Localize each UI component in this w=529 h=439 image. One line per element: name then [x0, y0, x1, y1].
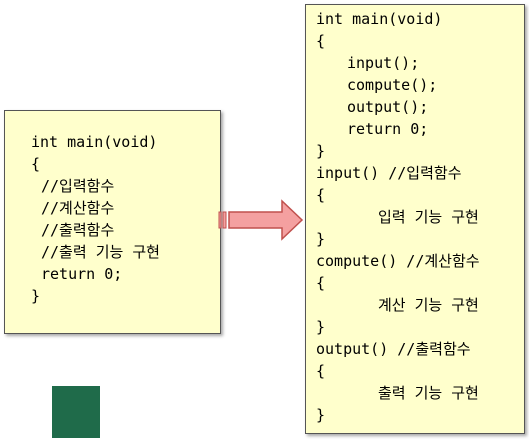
code-line: //출력 기능 구현: [41, 243, 160, 261]
right-arrow-icon: [218, 199, 304, 241]
code-line: {: [316, 186, 326, 204]
code-line: //출력함수: [41, 221, 115, 239]
code-line: compute() //계산함수: [316, 252, 480, 270]
code-line: 출력 기능 구현: [378, 384, 479, 402]
code-line: return 0;: [41, 265, 123, 283]
code-line: 계산 기능 구현: [378, 296, 479, 314]
code-line: //계산함수: [41, 199, 115, 217]
code-line: }: [316, 318, 326, 336]
code-line: }: [31, 287, 41, 305]
code-line: int main(void): [31, 133, 158, 151]
original-code-box: int main(void) {//입력함수 //계산함수 //출력함수 //출력 기능…: [4, 110, 221, 334]
code-line: //입력함수: [41, 177, 115, 195]
code-line: 입력 기능 구현: [378, 208, 479, 226]
code-line: int main(void): [316, 10, 443, 28]
code-line: {: [31, 155, 41, 173]
refactored-code-box: int main(void) { input(); compute(); output(…: [305, 4, 525, 434]
code-line: return 0;: [347, 120, 429, 138]
code-line: input();: [347, 54, 420, 72]
code-line: }: [316, 142, 326, 160]
code-line: }: [316, 406, 326, 424]
code-line: {: [316, 274, 326, 292]
code-line: {: [316, 32, 326, 50]
code-line: compute();: [347, 76, 438, 94]
decorative-square: [52, 386, 100, 438]
code-line: }: [316, 230, 326, 248]
code-line: output();: [347, 98, 429, 116]
code-line: {: [316, 362, 326, 380]
code-line: input() //입력함수: [316, 164, 462, 182]
code-line: output() //출력함수: [316, 340, 471, 358]
